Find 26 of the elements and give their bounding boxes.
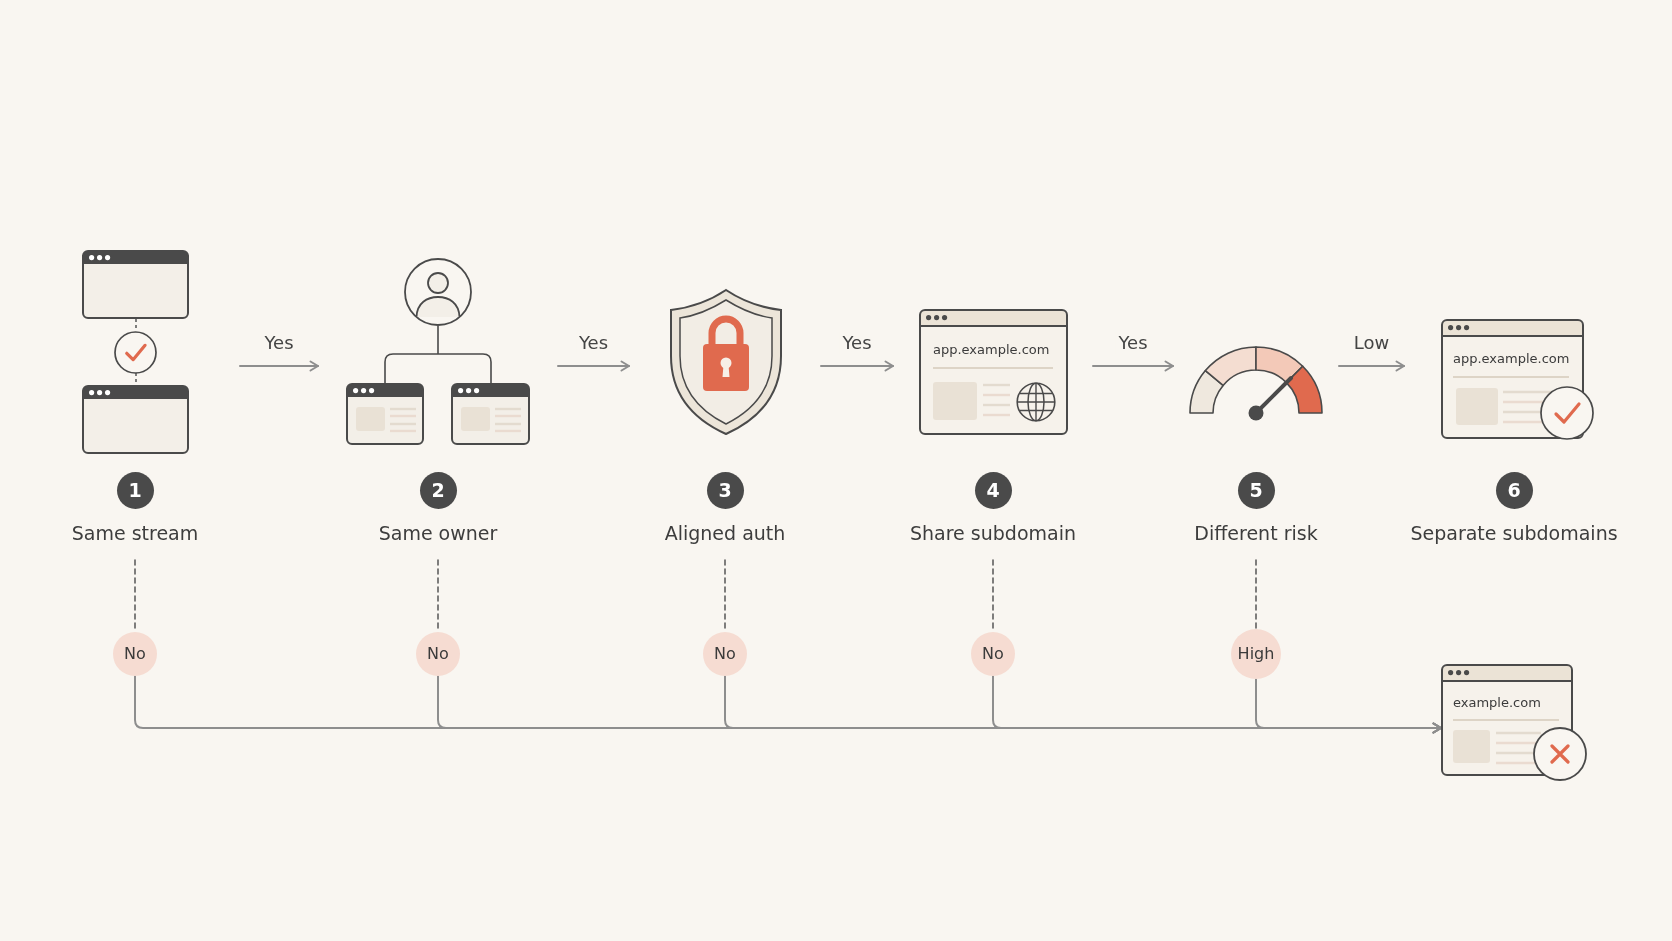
answer-circle: No [703,632,747,676]
step-number: 3 [706,471,744,509]
answer-circle: High [1231,629,1281,679]
arrow [557,360,630,372]
answer-circle: No [416,632,460,676]
step-label: Share subdomain [910,521,1076,545]
step-label: Aligned auth [664,521,786,545]
arrow [820,360,894,372]
step-label: Same owner [378,521,498,545]
url-text: example.com [1453,694,1541,712]
answer-circle: No [971,632,1015,676]
step-number: 2 [419,471,457,509]
step-number: 6 [1495,471,1533,509]
dashed-line [1255,559,1257,630]
step-number: 5 [1237,471,1275,509]
step-number: 4 [974,471,1012,509]
url-text: app.example.com [933,341,1050,359]
arrow [1092,360,1174,372]
step-label: Different risk [1194,521,1318,545]
url-text: app.example.com [1453,350,1570,368]
answer-circle: No [113,632,157,676]
step-label: Separate subdomains [1410,521,1618,545]
step-number: 1 [116,471,154,509]
arrow [239,360,319,372]
step-label: Same stream [71,521,199,545]
arrow [1338,360,1405,372]
